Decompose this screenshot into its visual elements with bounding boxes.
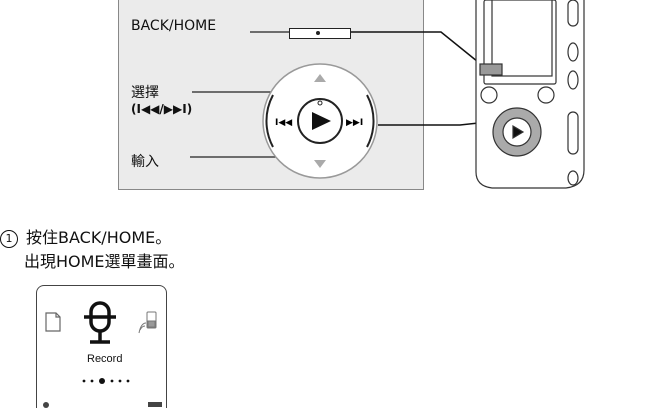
select-keys-label: (I◀◀/▶▶I) [131, 102, 193, 116]
back-home-button [289, 28, 351, 39]
recorder-device [475, 0, 585, 189]
file-icon [45, 312, 61, 332]
page-indicator [82, 378, 130, 384]
step-1-line1: 按住BACK/HOME。 [26, 228, 172, 247]
home-menu-icons [43, 301, 162, 408]
device-icon [138, 311, 157, 334]
control-wheel: I◀◀ ▶▶I [262, 63, 378, 179]
enter-label: 輸入 [131, 154, 159, 170]
back-home-label: BACK/HOME [131, 18, 217, 34]
step-1: 1 按住BACK/HOME。 [0, 224, 171, 248]
step-number: 1 [0, 229, 18, 248]
svg-text:▶▶I: ▶▶I [346, 118, 363, 128]
microphone-icon [84, 301, 116, 344]
svg-text:I◀◀: I◀◀ [275, 118, 292, 128]
home-menu-screen [36, 285, 167, 408]
record-label: Record [87, 353, 123, 365]
step-1-line2: 出現HOME選單畫面。 [24, 252, 185, 271]
select-label: 選擇 [131, 85, 159, 101]
